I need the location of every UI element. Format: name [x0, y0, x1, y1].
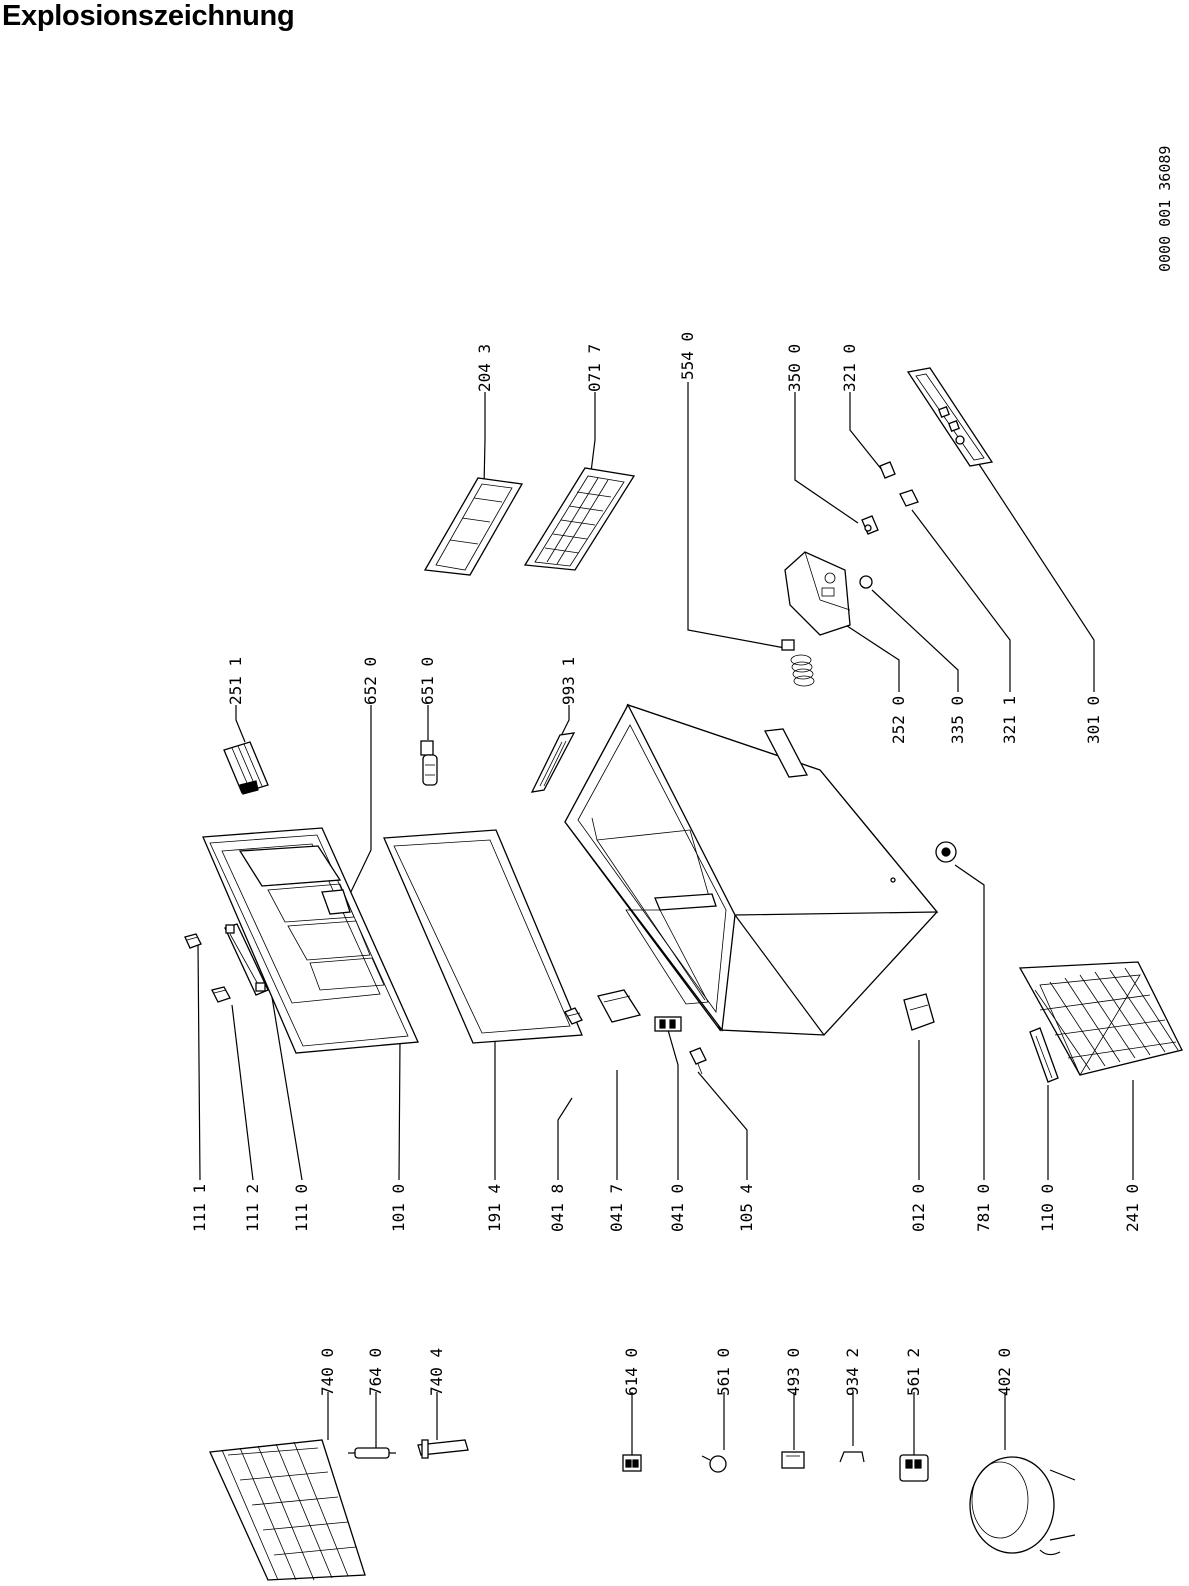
- part-110-0-handle: [1029, 1027, 1059, 1083]
- part-614-0-relay: [622, 1454, 642, 1472]
- part-041-0-hinge: [654, 1016, 682, 1032]
- part-561-0-overload: [701, 1455, 727, 1473]
- part-label-071-7: 071 7: [585, 344, 604, 392]
- part-241-0-basket: [1018, 961, 1183, 1076]
- part-label-105-4: 105 4: [737, 1184, 756, 1232]
- part-label-402-0: 402 0: [995, 1348, 1014, 1396]
- part-111-0-handle: [224, 923, 269, 996]
- leader-lines: [197, 382, 1134, 1455]
- page-title: Explosionszeichnung: [2, 0, 295, 32]
- part-label-554-0: 554 0: [678, 332, 697, 380]
- part-321-1-holder: [899, 489, 919, 507]
- part-071-7-grid: [523, 467, 636, 571]
- part-934-2-clip: [839, 1451, 865, 1463]
- part-label-561-2: 561 2: [904, 1348, 923, 1396]
- part-993-1-grille: [530, 732, 576, 793]
- part-781-0-wheel: [935, 841, 957, 863]
- part-label-934-2: 934 2: [843, 1348, 862, 1396]
- part-012-0-bracket: [903, 993, 935, 1031]
- part-label-041-7: 041 7: [607, 1184, 626, 1232]
- part-561-2-starter: [899, 1454, 929, 1482]
- part-label-350-0: 350 0: [785, 344, 804, 392]
- part-111-1-clip: [184, 933, 202, 949]
- part-label-101-0: 101 0: [389, 1184, 408, 1232]
- part-105-4-foot: [689, 1047, 707, 1075]
- part-402-0-compressor: [969, 1456, 1076, 1556]
- part-554-0-spring: [781, 639, 815, 687]
- part-191-4-gasket: [383, 829, 583, 1044]
- part-label-012-0: 012 0: [909, 1184, 928, 1232]
- part-label-652-0: 652 0: [361, 657, 380, 705]
- part-cabinet-body: [564, 703, 939, 1036]
- part-101-0-lid: [202, 827, 419, 1054]
- part-493-0-capacitor: [781, 1451, 805, 1469]
- part-301-0-control-panel: [906, 367, 994, 467]
- part-335-0-knob: [859, 575, 873, 589]
- part-label-740-4: 740 4: [427, 1348, 446, 1396]
- part-740-0-condenser: [209, 1439, 366, 1581]
- part-321-0-lamp: [879, 461, 896, 479]
- part-label-111-1: 111 1: [190, 1184, 209, 1232]
- part-label-041-8: 041 8: [548, 1184, 567, 1232]
- part-label-561-0: 561 0: [714, 1348, 733, 1396]
- part-651-0-lock: [420, 740, 438, 786]
- part-label-335-0: 335 0: [948, 696, 967, 744]
- part-764-0-dryer: [348, 1447, 396, 1459]
- part-252-0-housing: [784, 551, 851, 636]
- part-label-204-3: 204 3: [475, 344, 494, 392]
- part-label-614-0: 614 0: [622, 1348, 641, 1396]
- part-label-111-0: 111 0: [292, 1184, 311, 1232]
- part-label-301-0: 301 0: [1084, 696, 1103, 744]
- part-label-764-0: 764 0: [366, 1348, 385, 1396]
- part-label-740-0: 740 0: [318, 1348, 337, 1396]
- part-label-251-1: 251 1: [226, 657, 245, 705]
- part-label-252-0: 252 0: [889, 696, 908, 744]
- part-label-110-0: 110 0: [1038, 1184, 1057, 1232]
- part-label-321-1: 321 1: [1000, 696, 1019, 744]
- document-id: 0000 001 36089: [1156, 146, 1174, 272]
- part-251-1-grille: [223, 741, 269, 795]
- part-204-3-shelf: [423, 477, 524, 576]
- part-label-321-0: 321 0: [840, 344, 859, 392]
- part-label-651-0: 651 0: [418, 657, 437, 705]
- part-label-493-0: 493 0: [784, 1348, 803, 1396]
- part-label-041-0: 041 0: [668, 1184, 687, 1232]
- part-041-7-cover: [597, 989, 642, 1023]
- part-label-111-2: 111 2: [243, 1184, 262, 1232]
- part-350-0-clip: [861, 515, 879, 535]
- part-label-241-0: 241 0: [1123, 1184, 1142, 1232]
- part-label-191-4: 191 4: [485, 1184, 504, 1232]
- part-041-8-clip: [564, 1007, 583, 1025]
- part-740-4-bracket: [417, 1439, 469, 1459]
- part-label-993-1: 993 1: [559, 657, 578, 705]
- part-label-781-0: 781 0: [974, 1184, 993, 1232]
- part-111-2-clip: [211, 986, 231, 1003]
